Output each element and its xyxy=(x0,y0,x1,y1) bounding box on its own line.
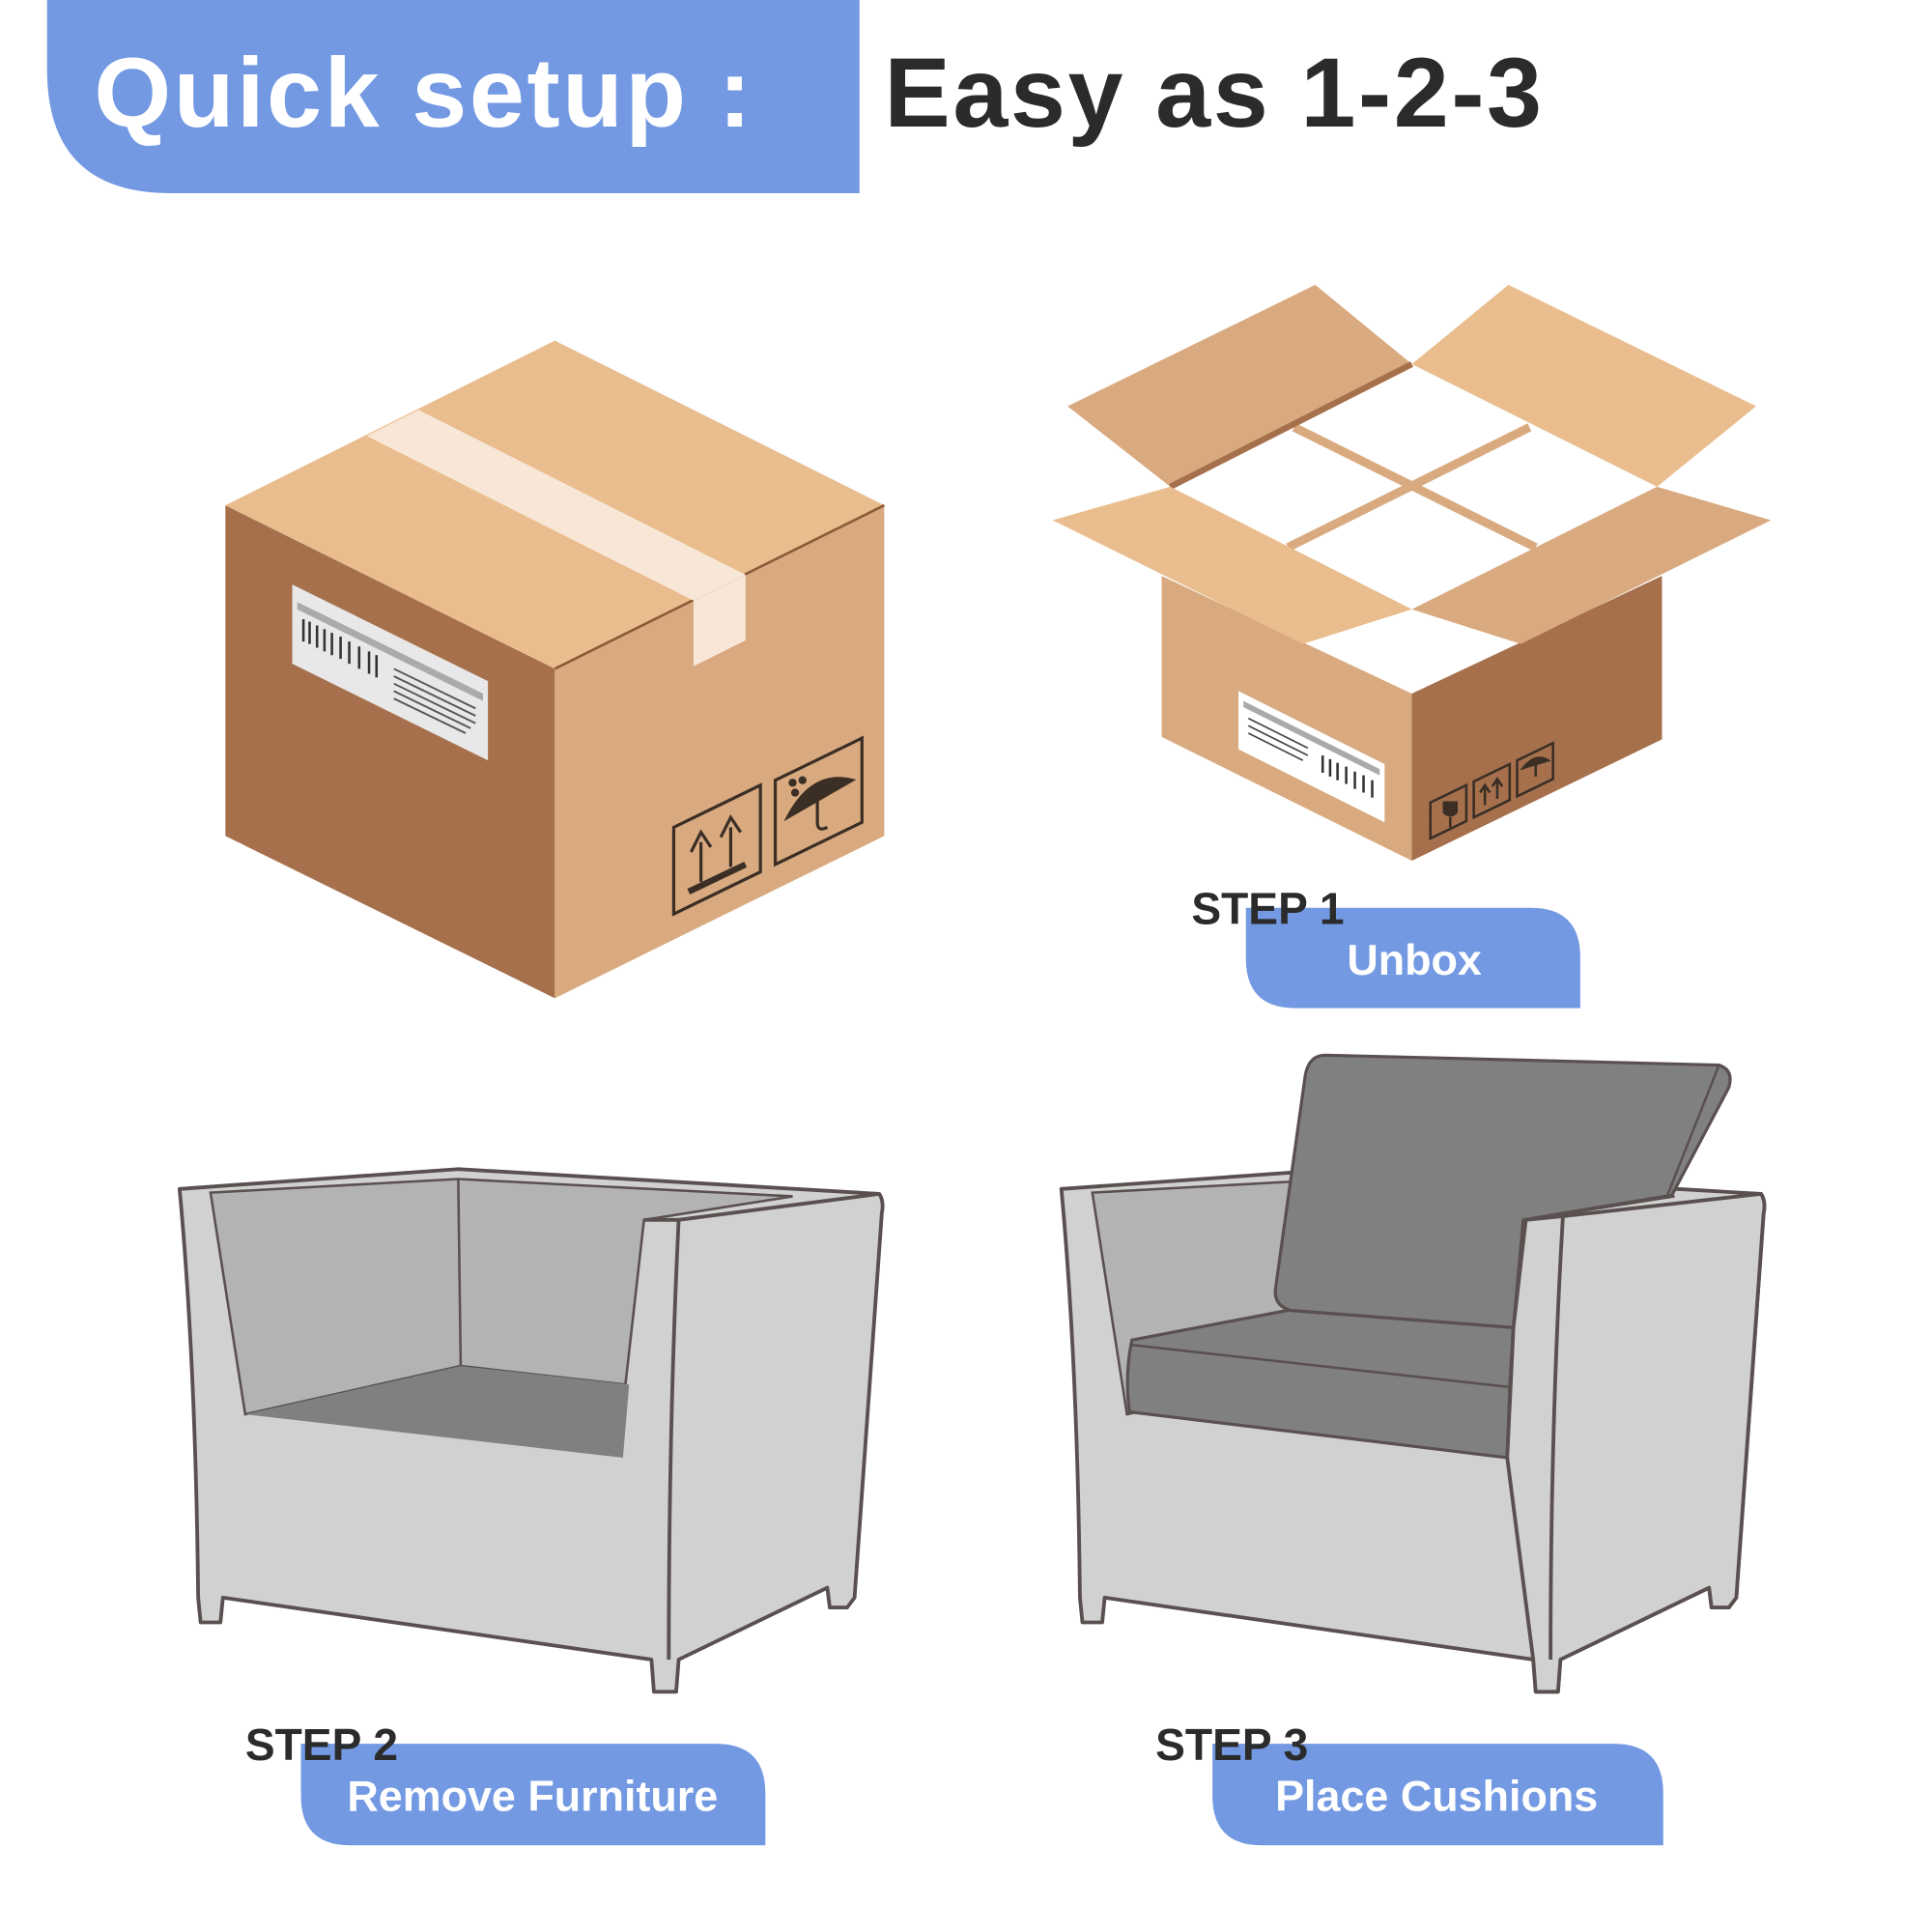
step-2-pill xyxy=(300,1744,766,1846)
this-side-up-icon xyxy=(1472,761,1512,820)
keep-dry-icon xyxy=(1516,741,1554,799)
open-box-icon xyxy=(1052,284,1772,862)
step-3-action: Place Cushions xyxy=(1275,1771,1598,1820)
shipping-label xyxy=(292,584,489,761)
keep-dry-icon xyxy=(773,735,864,867)
closed-box-icon xyxy=(225,340,885,999)
step-3-label: STEP 3 xyxy=(1155,1719,1308,1770)
step-3: STEP 3 Place Cushions xyxy=(1155,1719,1663,1846)
header-title-left: Quick setup : xyxy=(94,37,753,148)
header-title-right: Easy as 1-2-3 xyxy=(884,37,1544,148)
shipping-label xyxy=(1238,691,1385,823)
step-1-pill xyxy=(1245,907,1580,1009)
chair-frame-icon xyxy=(177,1167,885,1694)
step-3-pill xyxy=(1212,1744,1663,1846)
step-2-action: Remove Furniture xyxy=(347,1771,718,1820)
this-side-up-icon xyxy=(671,782,762,917)
step-2: STEP 2 Remove Furniture xyxy=(245,1719,766,1846)
chair-with-cushions-icon xyxy=(1059,1053,1767,1694)
step-1-label: STEP 1 xyxy=(1191,883,1344,933)
header-banner xyxy=(46,0,860,193)
step-1: STEP 1 Unbox xyxy=(1191,883,1580,1009)
step-1-action: Unbox xyxy=(1347,935,1482,984)
step-2-label: STEP 2 xyxy=(245,1719,398,1770)
fragile-icon xyxy=(1429,782,1468,840)
back-cushion xyxy=(1273,1053,1732,1330)
